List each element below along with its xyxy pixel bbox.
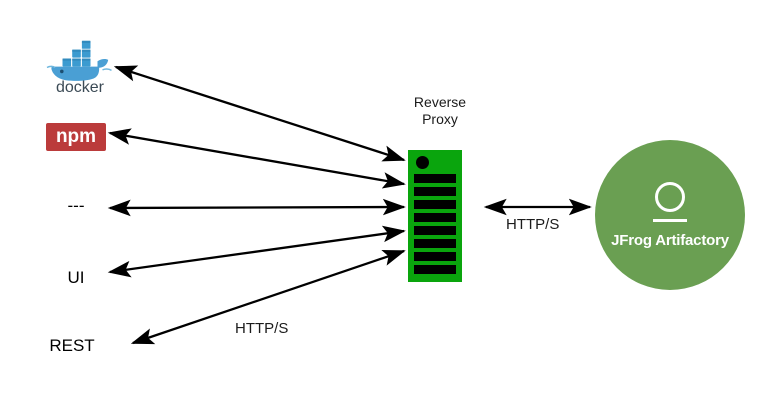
server-slot	[414, 187, 456, 196]
server-status-led-icon	[416, 156, 429, 169]
connector-dashes-proxy	[107, 198, 406, 217]
connector-npm-proxy	[107, 128, 406, 189]
client-label-rest: REST	[49, 336, 95, 355]
docker-logo-icon: docker	[42, 36, 118, 96]
npm-logo-label: npm	[55, 125, 97, 147]
npm-logo-icon: npm	[46, 123, 106, 151]
connector-docker-proxy	[113, 65, 406, 162]
server-slot	[414, 213, 456, 222]
artifactory-ring-icon	[655, 181, 685, 212]
server-slot	[414, 200, 456, 209]
client-label-dashes: ---	[67, 196, 85, 215]
svg-text:docker: docker	[56, 79, 105, 94]
artifactory-bar-icon	[653, 218, 687, 222]
server-slot	[414, 265, 456, 274]
reverse-proxy-caption: Reverse Proxy	[395, 94, 485, 128]
edge-label-artifactory-http: HTTP/S	[506, 216, 560, 233]
artifactory-label: JFrog Artifactory	[611, 231, 729, 249]
server-slot	[414, 252, 456, 261]
client-label-ui: UI	[67, 268, 85, 287]
server-slot	[414, 174, 456, 183]
reverse-proxy-caption-line1: Reverse	[413, 94, 467, 110]
server-slot	[414, 226, 456, 235]
jfrog-artifactory-node: JFrog Artifactory	[595, 140, 745, 290]
connector-rest-proxy	[130, 249, 406, 345]
server-slot-group	[414, 174, 456, 274]
reverse-proxy-caption-line2: Proxy	[422, 111, 458, 127]
edge-label-clients-http: HTTP/S	[235, 320, 289, 337]
reverse-proxy-server-icon	[408, 150, 462, 282]
server-slot	[414, 239, 456, 248]
